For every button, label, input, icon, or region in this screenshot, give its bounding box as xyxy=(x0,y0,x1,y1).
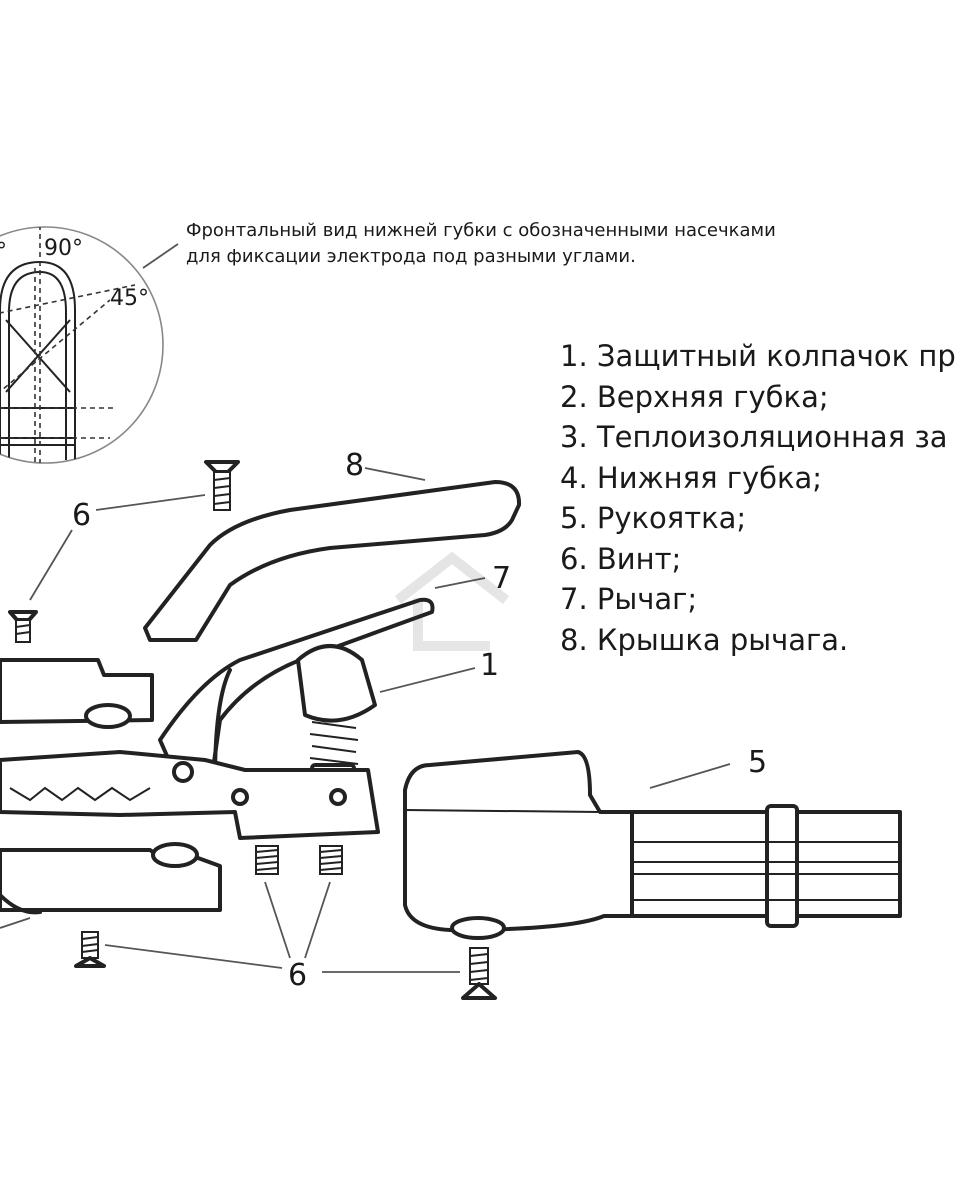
callout-6-bottom: 6 xyxy=(288,958,307,993)
legend-item: 6. Винт; xyxy=(560,541,682,576)
protective-cap-part-1: 1 xyxy=(296,644,499,777)
upper-jaw-assembly xyxy=(0,750,380,840)
callout-1: 1 xyxy=(480,648,499,683)
electrode-holder-diagram: 90° 45° ° 8 7 1 xyxy=(0,226,902,1000)
legend-item: 7. Рычаг; xyxy=(560,582,698,616)
legend-item: 4. Нижняя губка; xyxy=(560,460,823,495)
detail-caption-line-2: для фиксации электрода под разными углам… xyxy=(186,246,636,267)
callout-8: 8 xyxy=(345,448,364,483)
callout-5: 5 xyxy=(748,745,767,780)
legend-item: 1. Защитный колпачок пр xyxy=(560,339,956,373)
detail-caption: Фронтальный вид нижней губки с обозначен… xyxy=(186,218,826,270)
svg-text:°: ° xyxy=(0,239,7,264)
callout-6-top: 6 xyxy=(72,498,91,533)
parts-legend: 1. Защитный колпачок пр 2. Верхняя губка… xyxy=(560,336,956,660)
jaw-front-view-detail: 90° 45° ° xyxy=(0,226,179,464)
legend-item: 3. Теплоизоляционная за xyxy=(560,420,948,454)
handle-part-5: 5 xyxy=(403,745,902,940)
detail-caption-line-1: Фронтальный вид нижней губки с обозначен… xyxy=(186,220,776,241)
callout-7: 7 xyxy=(492,561,511,596)
screws-part-6: 6 6 xyxy=(8,460,497,1000)
angle-45-label: 45° xyxy=(110,286,149,311)
angle-90-label: 90° xyxy=(44,236,83,261)
legend-item: 8. Крышка рычага. xyxy=(560,622,849,657)
upper-insulation-part-3 xyxy=(0,658,154,729)
lever-cover-part-8: 8 xyxy=(143,448,522,642)
legend-item: 2. Верхняя губка; xyxy=(560,379,829,414)
legend-item: 5. Рукоятка; xyxy=(560,501,747,535)
watermark-house-icon xyxy=(394,551,510,651)
lower-insulation-part-4 xyxy=(0,842,222,929)
